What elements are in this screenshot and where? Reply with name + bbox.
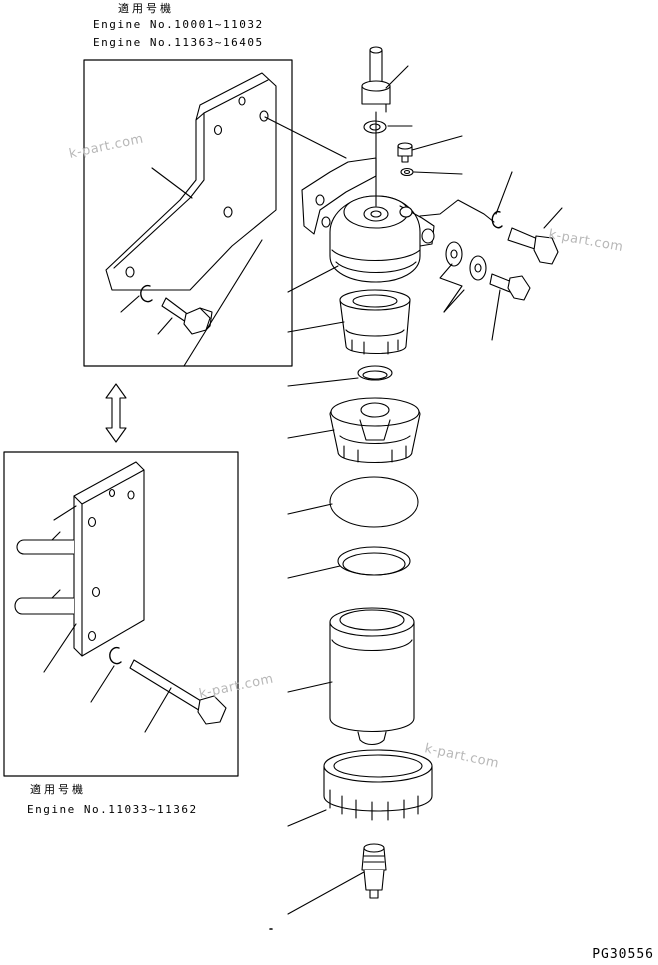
element-bottom xyxy=(329,397,421,463)
washer-side-1 xyxy=(491,210,503,229)
leaders-top-inset xyxy=(120,116,347,367)
washer-small-2 xyxy=(400,167,414,177)
bracket-bottom xyxy=(14,461,145,657)
washer-top-inset xyxy=(140,284,153,303)
applicability-heading-bottom: 適用号機 xyxy=(30,783,86,796)
callout-leaders xyxy=(269,65,563,930)
watermark-3: k-part.com xyxy=(198,671,275,701)
applicability-heading-top: 適用号機 xyxy=(118,2,174,15)
double-arrow xyxy=(105,383,127,443)
bolt-side-1 xyxy=(507,227,559,265)
fitting-top xyxy=(361,46,391,113)
leaders-bottom-inset xyxy=(43,505,172,733)
inset-box-top xyxy=(83,59,293,367)
o-ring-small xyxy=(357,365,393,381)
washer-side-3 xyxy=(469,255,487,281)
o-ring-large xyxy=(337,546,411,576)
engine-range-top-1: Engine No.10001~11032 xyxy=(93,18,264,31)
washer-bottom-inset xyxy=(109,646,122,665)
element-top xyxy=(339,289,411,355)
gasket-disc xyxy=(329,476,419,528)
filter-bowl xyxy=(329,607,415,746)
watermark-4: k-part.com xyxy=(423,741,500,771)
filter-head xyxy=(301,111,435,283)
bracket-top xyxy=(105,72,277,291)
watermark-1: k-part.com xyxy=(68,131,145,161)
washer-side-2 xyxy=(445,241,463,267)
bolt-small xyxy=(397,142,413,163)
inset-box-bottom xyxy=(3,451,239,777)
engine-range-top-2: Engine No.11363~16405 xyxy=(93,36,264,49)
bolt-side-2 xyxy=(489,273,531,301)
retaining-ring xyxy=(323,749,433,821)
drawing-code: PG30556 xyxy=(592,947,654,962)
bolt-top-inset xyxy=(161,297,213,335)
washer-small-1 xyxy=(363,120,387,134)
engine-range-bottom-1: Engine No.11033~11362 xyxy=(27,803,198,816)
watermark-2: k-part.com xyxy=(547,227,624,255)
drain-plug xyxy=(361,843,387,899)
bolt-bottom-inset xyxy=(129,659,227,725)
